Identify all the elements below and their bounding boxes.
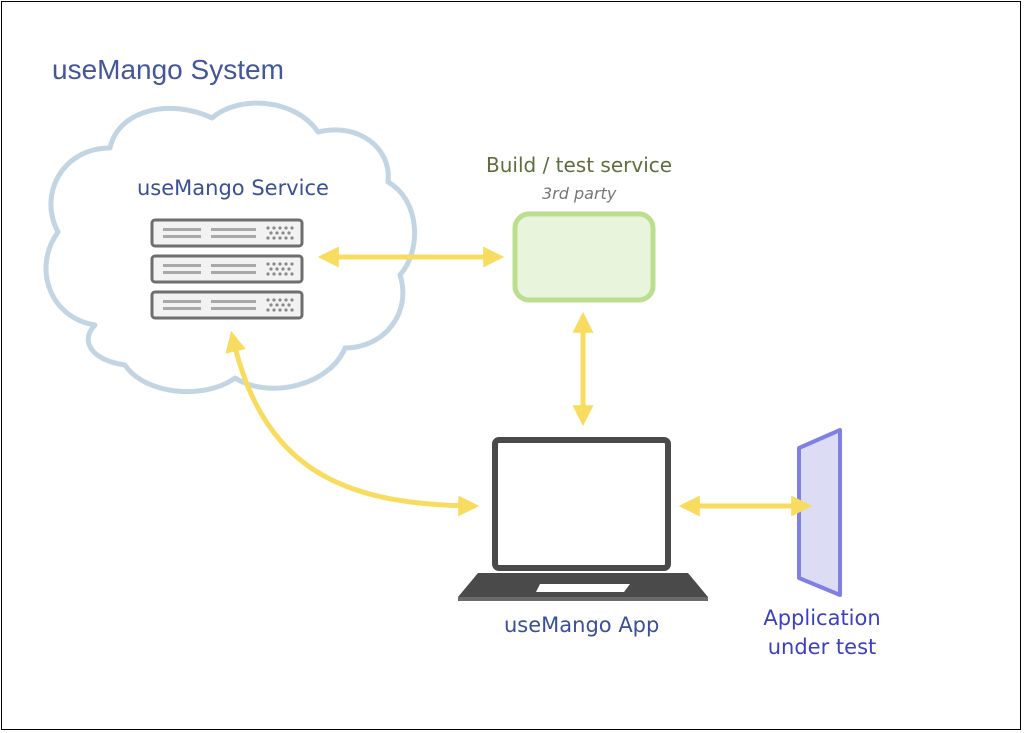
build-service-box <box>512 211 656 303</box>
build-service-label: Build / test service <box>486 153 673 177</box>
aut-label-line2: under test <box>767 635 877 659</box>
application-under-test-label: Application under test <box>752 604 892 662</box>
usemango-service-label: useMango Service <box>137 176 329 200</box>
application-under-test-panel <box>797 428 842 597</box>
arrow-service-app <box>225 330 480 517</box>
diagram-title: useMango System <box>52 54 284 85</box>
server-rack-icon <box>150 218 304 320</box>
aut-label-line1: Application <box>763 606 881 630</box>
usemango-app-label: useMango App <box>504 613 660 637</box>
laptop-icon <box>458 437 708 601</box>
build-service-sublabel: 3rd party <box>542 184 617 203</box>
